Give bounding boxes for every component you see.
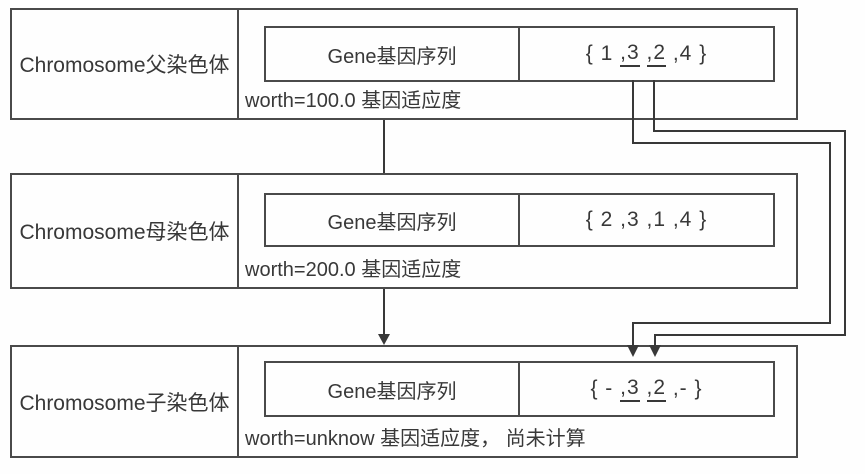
gene-seq-segment: { 1 [585,42,621,65]
gene-seq-segment: ,4 } [666,42,708,65]
gene-seq-underlined: ,3 [620,41,640,67]
mother-gene-box: Gene基因序列 { 2 ,3 ,1 ,4 } [264,193,775,247]
father-worth-text: worth=100.0 基因适应度 [245,90,462,112]
child-label-cell: Chromosome子染色体 [12,347,239,456]
father-gene-box: Gene基因序列 { 1 ,3 ,2 ,4 } [264,26,775,82]
child-gene-sequence: { - ,3 ,2 ,- } [520,363,773,415]
father-chromosome-box: Chromosome父染色体 Gene基因序列 { 1 ,3 ,2 ,4 } w… [10,8,798,120]
child-worth-text: worth=unknow 基因适应度， 尚未计算 [245,428,586,450]
child-gene-label: Gene基因序列 [327,380,457,403]
mother-worth-text: worth=200.0 基因适应度 [245,259,462,281]
father-chromosome-label: Chromosome父染色体 [19,54,230,77]
mother-label-cell: Chromosome母染色体 [12,175,239,287]
child-gene-box: Gene基因序列 { - ,3 ,2 ,- } [264,361,775,417]
gene-seq-segment: { 2 ,3 ,1 ,4 } [585,208,708,231]
mother-gene-label-cell: Gene基因序列 [266,195,520,245]
father-gene-sequence: { 1 ,3 ,2 ,4 } [520,28,773,80]
gene-seq-segment: { - [590,377,621,400]
mother-chromosome-label: Chromosome母染色体 [19,221,230,244]
child-chromosome-box: Chromosome子染色体 Gene基因序列 { - ,3 ,2 ,- } w… [10,345,798,458]
gene-seq-underlined: ,3 [620,376,640,402]
father-gene-label-cell: Gene基因序列 [266,28,520,80]
gene-seq-segment [640,377,647,401]
father-gene-label: Gene基因序列 [327,45,457,68]
mother-chromosome-box: Chromosome母染色体 Gene基因序列 { 2 ,3 ,1 ,4 } w… [10,173,798,289]
mother-gene-sequence: { 2 ,3 ,1 ,4 } [520,195,773,245]
father-label-cell: Chromosome父染色体 [12,10,239,118]
mother-to-child-arrowhead-icon [378,334,390,345]
gene-seq-segment: ,- } [666,377,703,400]
child-chromosome-label: Chromosome子染色体 [19,391,230,415]
gene-seq-underlined: ,2 [646,376,667,402]
child-gene-label-cell: Gene基因序列 [266,363,520,415]
gene-seq-segment [640,42,647,66]
mother-gene-label: Gene基因序列 [327,211,457,234]
gene-seq-underlined: ,2 [646,41,667,67]
